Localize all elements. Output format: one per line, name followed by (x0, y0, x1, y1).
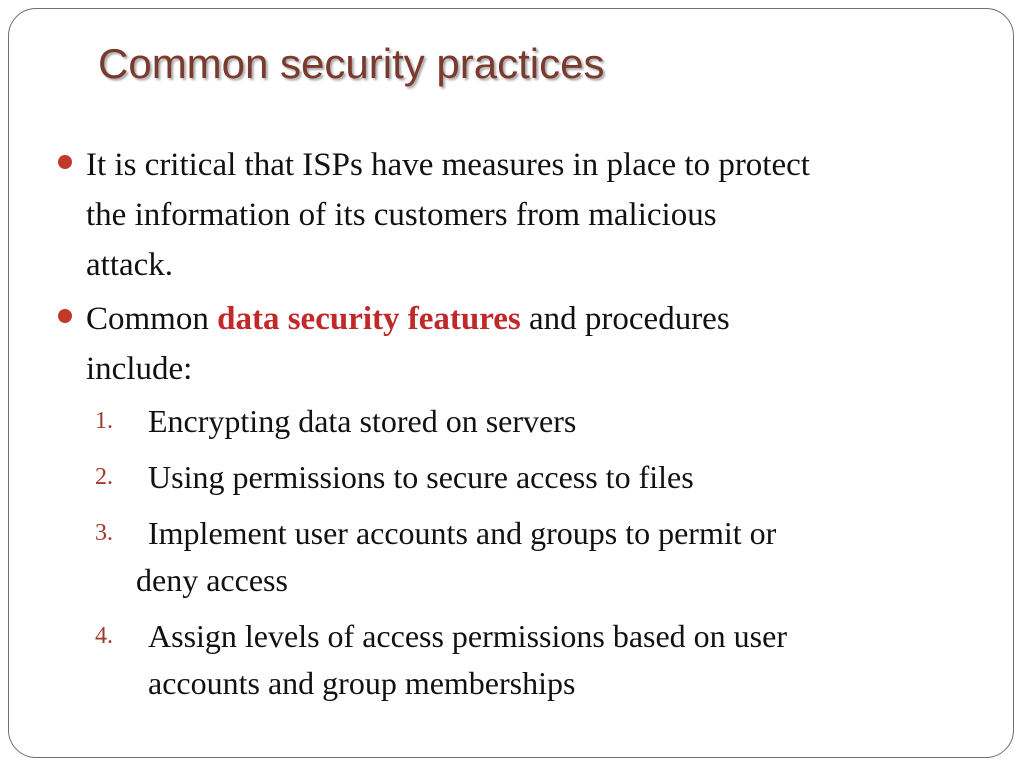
list-number: 3. (95, 520, 113, 546)
slide-body: It is critical that ISPs have measures i… (58, 140, 993, 716)
slide-title: Common security practices (98, 40, 605, 87)
bullet-line: It is critical that ISPs have measures i… (86, 147, 810, 183)
list-number: 2. (95, 464, 113, 490)
highlighted-term: data security features (217, 301, 521, 337)
bullet-item: Common data security features and proced… (58, 294, 993, 394)
list-item: 2. Using permissions to secure access to… (58, 454, 993, 501)
bullet-prefix: Common (86, 301, 218, 337)
list-item: 4. Assign levels of access permissions b… (58, 613, 993, 707)
bullet-item: It is critical that ISPs have measures i… (58, 140, 993, 290)
slide-frame (8, 8, 1014, 758)
list-item-text: Implement user accounts and groups to pe… (148, 515, 777, 551)
numbered-list: 1. Encrypting data stored on servers 2. … (58, 398, 993, 707)
list-item-continuation: deny access (136, 562, 288, 598)
list-number: 1. (95, 408, 113, 434)
list-item-text: Using permissions to secure access to fi… (148, 459, 694, 495)
bullet-dot-icon (58, 309, 72, 323)
bullet-dot-icon (58, 155, 72, 169)
list-item: 3. Implement user accounts and groups to… (58, 510, 993, 604)
list-number: 4. (95, 623, 113, 649)
bullet-line: the information of its customers from ma… (86, 197, 717, 233)
list-item-continuation: accounts and group memberships (148, 665, 576, 701)
bullet-suffix: and procedures (520, 301, 730, 337)
bullet-line: attack. (86, 247, 174, 283)
list-item: 1. Encrypting data stored on servers (58, 398, 993, 445)
list-item-text: Encrypting data stored on servers (148, 403, 577, 439)
list-item-text: Assign levels of access permissions base… (148, 618, 787, 654)
bullet-line: include: (86, 351, 193, 387)
